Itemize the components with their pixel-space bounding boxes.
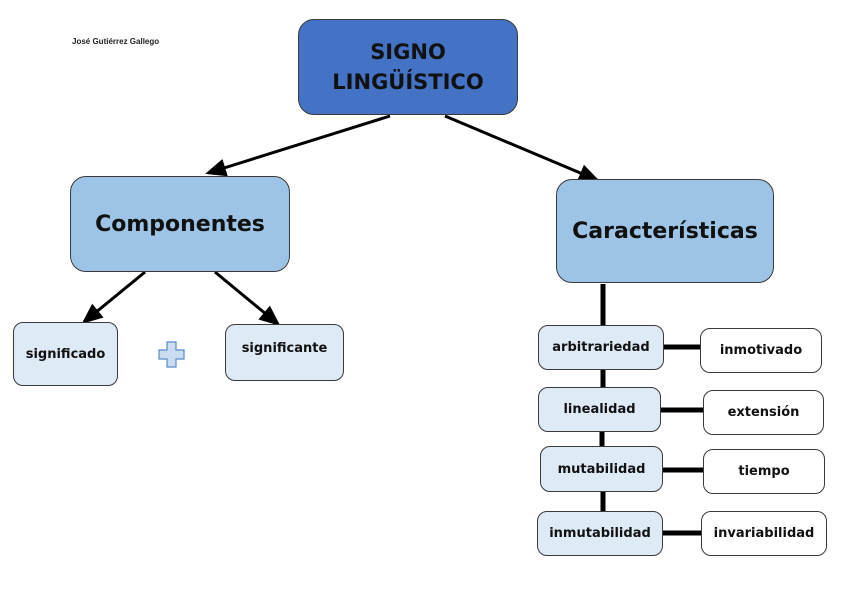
detail-tiempo: tiempo [703,449,825,494]
characteristic-linealidad: linealidad [538,387,661,432]
significado-node: significado [13,322,118,386]
detail-extension: extensión [703,390,824,435]
detail-inmotivado: inmotivado [700,328,822,373]
componentes-node: Componentes [70,176,290,272]
characteristic-inmutabilidad: inmutabilidad [537,511,663,556]
root-node: SIGNO LINGÜÍSTICO [298,19,518,115]
arrow-componentes-significado [81,270,146,324]
caracteristicas-node: Características [556,179,774,283]
root-title-line1: SIGNO [370,39,446,64]
detail-invariabilidad: invariabilidad [701,511,827,556]
root-title-line2: LINGÜÍSTICO [332,70,484,94]
arrow-root-componentes [205,114,391,177]
characteristic-arbitrariedad: arbitrariedad [538,325,664,370]
arrow-root-caracteristicas [444,114,600,182]
characteristic-mutabilidad: mutabilidad [540,446,663,492]
arrow-componentes-significante [214,270,281,326]
plus-icon [158,341,185,368]
author-name: José Gutiérrez Gallego [72,37,160,46]
significante-node: significante [225,324,344,381]
